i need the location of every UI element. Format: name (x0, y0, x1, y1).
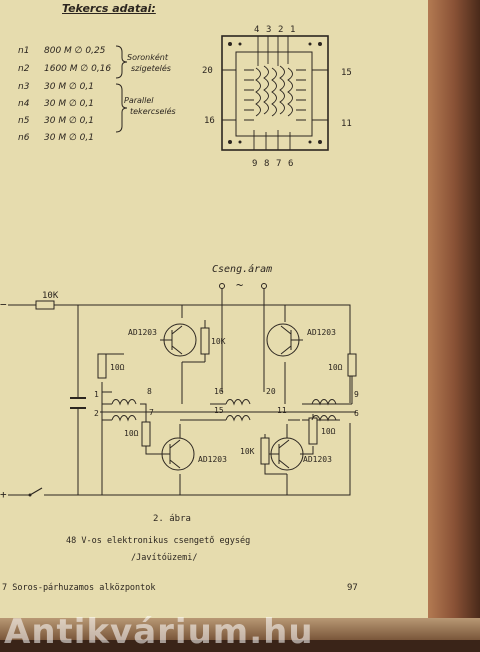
switch-pivot (28, 493, 32, 497)
coil-n3 (225, 399, 251, 405)
coil-id: n6 (18, 133, 30, 143)
coil-row: n4 30 M ∅ 0,1 (18, 99, 114, 109)
coil-id: n1 (18, 46, 30, 56)
ac-tilde: ~ (236, 278, 243, 292)
node-label: 20 (266, 387, 276, 396)
input-resistor (35, 300, 55, 310)
coil-row: n5 30 M ∅ 0,1 (18, 116, 114, 126)
transistor-t4 (267, 437, 304, 471)
note-line: szigetelés (131, 64, 171, 73)
transistor-t2 (266, 323, 303, 357)
node-label: 15 (214, 406, 224, 415)
book-edge (428, 0, 480, 640)
coil-row: n2 1600 M ∅ 0,16 (18, 64, 114, 74)
coil-n1 (111, 399, 137, 405)
book-page: Tekercs adatai: n1 800 M ∅ 0,25 n2 1600 M … (0, 0, 428, 630)
node-label: 16 (214, 387, 224, 396)
table-surface (0, 618, 480, 640)
coil-row: n1 800 M ∅ 0,25 (18, 46, 114, 56)
pin-label: 1 (290, 25, 295, 35)
schematic-wires (8, 288, 353, 496)
resistor-10ohm (308, 417, 318, 445)
coil-windings (222, 36, 328, 150)
pin-label: 16 (204, 116, 215, 126)
circuit-schematic: Cseng.áram ~ 10K − + AD1203 AD1203 AD120… (0, 263, 359, 501)
pin-label: 20 (202, 66, 213, 76)
page-number: 97 (347, 583, 358, 593)
coil-row: n3 30 M ∅ 0,1 (18, 82, 114, 92)
resistor-label: 10Ω (321, 427, 336, 436)
switch (29, 487, 43, 496)
running-footer: 7 Soros-párhuzamos alközpontok (2, 583, 156, 593)
node-label: 6 (354, 409, 359, 418)
resistor-10k (260, 437, 270, 465)
node-label: 7 (149, 408, 154, 417)
resistor-label: 10Ω (110, 363, 125, 372)
coil-spec: 1600 M ∅ 0,16 (44, 64, 112, 74)
transistor-label: AD1203 (198, 455, 227, 464)
brace-marks (115, 45, 128, 133)
coil-data-title: Tekercs adatai: (62, 2, 156, 15)
pin-label: 4 (254, 25, 259, 35)
coil-spec: 30 M ∅ 0,1 (44, 82, 94, 92)
pin-label: 8 (264, 159, 269, 169)
figure-subcaption: /Javítóüzemi/ (131, 553, 198, 563)
transistor-label: AD1203 (303, 455, 332, 464)
pin-label: 3 (266, 25, 271, 35)
resistor-label: 10Ω (328, 363, 343, 372)
resistor-label: 10Ω (124, 429, 139, 438)
node-label: 11 (277, 406, 287, 415)
note-line: Soronként (127, 53, 168, 62)
pin-label: 15 (341, 68, 352, 78)
node-label: 1 (94, 390, 99, 399)
figure-number: 2. ábra (153, 514, 191, 524)
coil-n4 (311, 399, 337, 405)
bell-terminal (219, 283, 225, 289)
transistor-label: AD1203 (128, 328, 157, 337)
transformer-core (235, 51, 313, 137)
coil-id: n4 (18, 99, 30, 109)
resistor-10k (200, 327, 210, 355)
coil-spec: 30 M ∅ 0,1 (44, 99, 94, 109)
pin-label: 7 (276, 159, 281, 169)
plus-terminal: + (0, 488, 7, 501)
series-insulation-note: Soronként szigetelés (127, 52, 171, 74)
transistor-t1 (160, 323, 197, 357)
note-line: tekercselés (130, 107, 176, 116)
transformer-diagram: 4 3 2 1 9 8 7 6 20 16 15 11 (202, 25, 352, 169)
pin-label: 6 (288, 159, 293, 169)
resistor-label: 10K (240, 447, 255, 456)
node-label: 9 (354, 390, 359, 399)
transistor-label: AD1203 (307, 328, 336, 337)
pin-label: 11 (341, 119, 352, 129)
resistor-10ohm (97, 353, 107, 379)
terminal-dots (228, 42, 322, 144)
coil-n5 (225, 415, 251, 421)
coil-row: n6 30 M ∅ 0,1 (18, 133, 114, 143)
node-label: 2 (94, 409, 99, 418)
resistor-label: 10K (211, 337, 226, 346)
resistor-10ohm (347, 353, 357, 377)
resistor-10ohm (141, 421, 151, 447)
coil-id: n2 (18, 64, 30, 74)
pin-label: 9 (252, 159, 257, 169)
minus-terminal: − (0, 298, 7, 311)
pin-label: 2 (278, 25, 283, 35)
figure-caption: 48 V-os elektronikus csengető egység (66, 536, 251, 546)
transformer-frame (221, 35, 329, 151)
note-line: Parallel (124, 96, 154, 105)
coil-id: n3 (18, 82, 30, 92)
transistor-t3 (158, 437, 195, 471)
parallel-winding-note: Parallel tekercselés (124, 95, 176, 117)
node-label: 8 (147, 387, 152, 396)
watermark: Antikvárium.hu (4, 612, 314, 652)
coil-spec: 30 M ∅ 0,1 (44, 133, 94, 143)
coil-n2 (111, 415, 137, 421)
resistor-label: 10K (42, 291, 59, 301)
coil-spec: 800 M ∅ 0,25 (44, 46, 106, 56)
coil-id: n5 (18, 116, 30, 126)
bell-current-label: Cseng.áram (212, 263, 272, 275)
coil-spec: 30 M ∅ 0,1 (44, 116, 94, 126)
bell-terminal (261, 283, 267, 289)
